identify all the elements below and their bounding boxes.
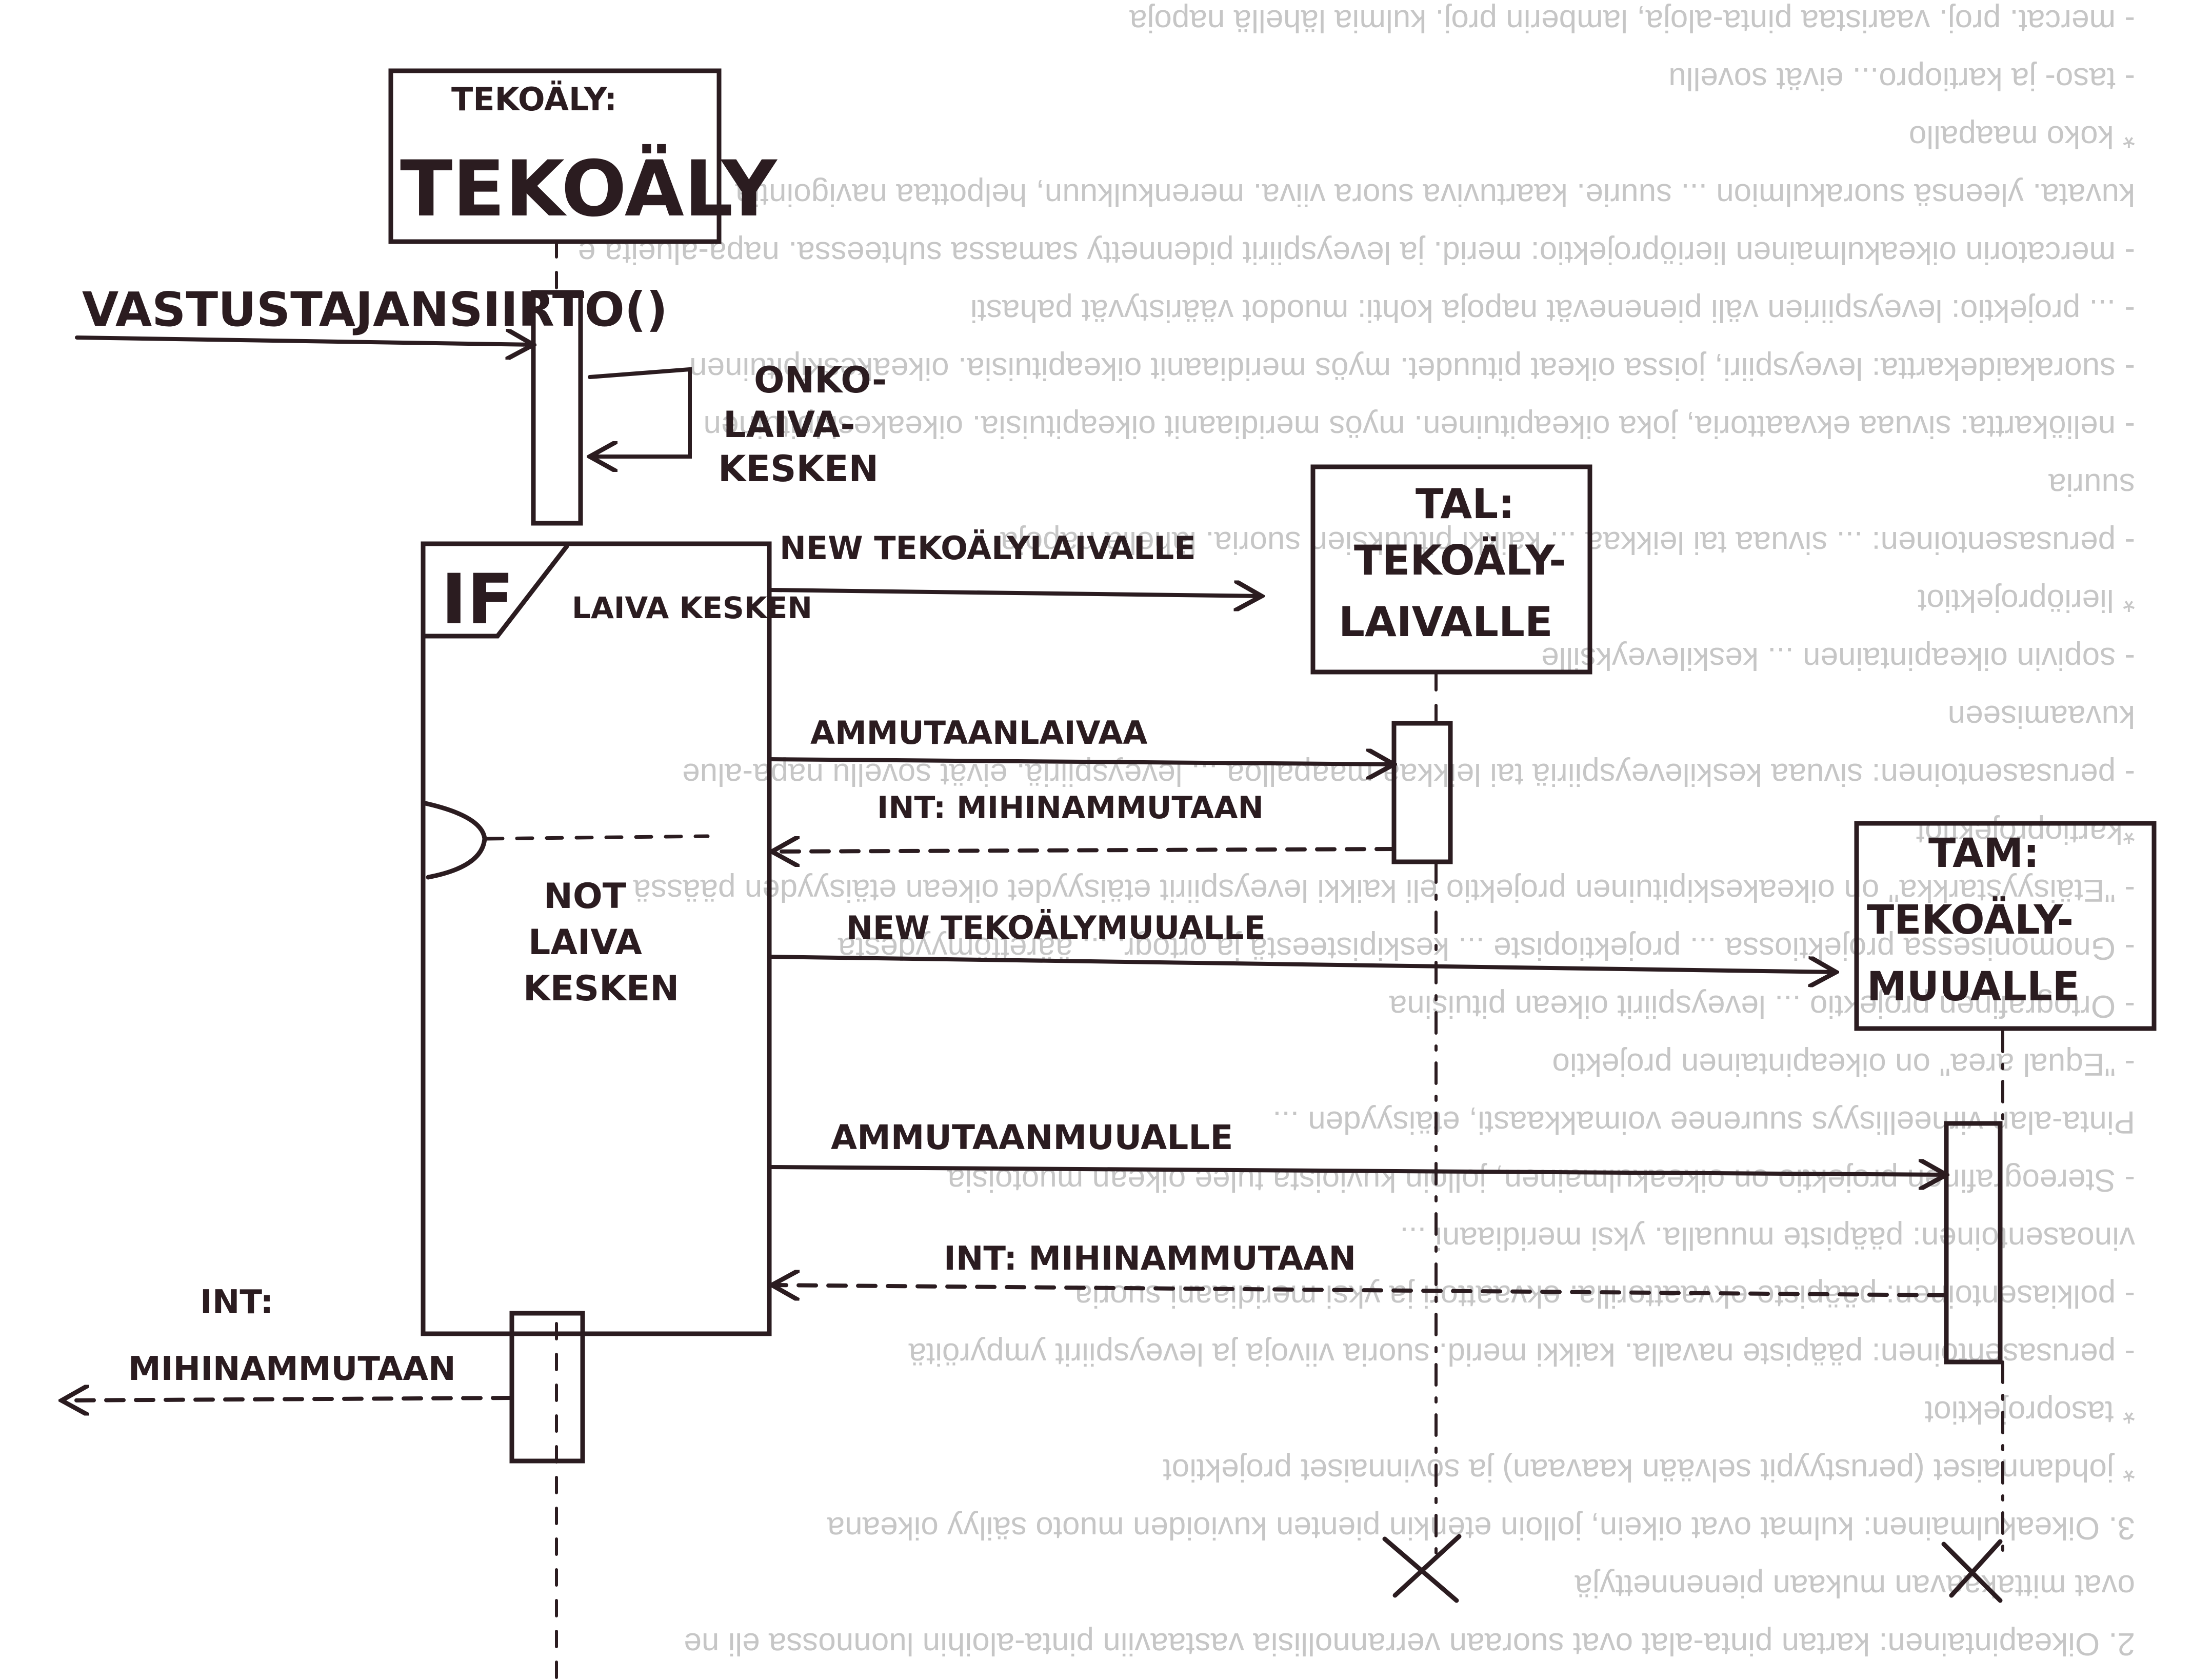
- participant-tam-line1: TAM:: [1928, 831, 2039, 877]
- msg-return-muualle-label: INT: MIHINAMMUTAAN: [944, 1240, 1356, 1278]
- participant-tekoaly-type: TEKOÄLY:: [451, 81, 617, 118]
- participant-tam: TAM: TEKOÄLY- MUUALLE: [1854, 821, 2157, 1603]
- background-line: - Ortografinen projektio ... leveyspiiri…: [1389, 989, 2135, 1024]
- msg-new-muualle-label: NEW TEKOÄLYMUUALLE: [846, 909, 1266, 946]
- participant-tal-line1: TAL:: [1416, 480, 1514, 528]
- fragment-operator: IF: [441, 559, 514, 640]
- msg-ammutaan-laiva-arrow: [767, 759, 1394, 764]
- background-line: - perusasentoinen: ... sivuaa tai leikka…: [1000, 525, 2135, 560]
- participant-tekoaly-name: TEKOÄLY: [400, 144, 778, 234]
- background-line: vinoasentoinen: pääpiste muualla. yksi m…: [1400, 1220, 2135, 1256]
- participant-tal-line3: LAIVALLE: [1339, 598, 1553, 646]
- msg-ammutaan-laiva-label: AMMUTAANLAIVAA: [810, 714, 1147, 752]
- background-line: - ... projektio: leveyspiirien väli pien…: [970, 293, 2135, 328]
- msg-final-return-arrow: [62, 1398, 512, 1400]
- msg-return-laivalle-label: INT: MIHINAMMUTAAN: [877, 790, 1264, 826]
- participant-tam-box: [1854, 821, 2157, 1031]
- fragment-guard: LAIVA KESKEN: [572, 590, 812, 625]
- background-line: suuria: [2048, 467, 2135, 502]
- background-line: * tasoprojektiot: [1925, 1394, 2135, 1430]
- background-line: 3. Oikeakulmainen: kulmat ovat oikein, j…: [827, 1510, 2135, 1546]
- msg-final-return-label-1: INT:: [200, 1283, 273, 1321]
- self-call-arrow: [590, 367, 692, 457]
- background-line: - polkiasentoinen: pääpiste ekvaattorill…: [1074, 1278, 2135, 1314]
- message-incoming-call: VASTUSTAJANSIIRTO(): [75, 282, 668, 345]
- msg-new-muualle-arrow: [767, 955, 1836, 972]
- activations-tekoaly: [509, 290, 585, 1464]
- participant-tal-box: [1310, 464, 1592, 675]
- destroy-tam: [1941, 1539, 2003, 1603]
- background-line: Pinta-alan virheellisyys suurenee voimak…: [1272, 1104, 2135, 1140]
- fragment-operator-tab: [421, 544, 569, 639]
- else-guard-2: LAIVA: [528, 922, 642, 963]
- activation-bar: [509, 1311, 585, 1464]
- incoming-call-label: VASTUSTAJANSIIRTO(): [82, 282, 668, 337]
- msg-return-laivalle-arrow: [772, 849, 1396, 852]
- messages: NEW TEKOÄLYLAIVALLE AMMUTAANLAIVAA INT: …: [62, 529, 1946, 1400]
- activation-bar-tal: [1391, 721, 1453, 864]
- else-tab: [421, 800, 487, 880]
- activation-bar: [531, 290, 583, 526]
- participant-tal: TAL: TEKOÄLY- LAIVALLE: [1310, 464, 1592, 1603]
- participant-tam-line2: TEKOÄLY-: [1867, 896, 2074, 943]
- background-line: - suorakaidekartta: leveyspiiri, joissa …: [689, 351, 2135, 386]
- background-line: ovat mittakaavan mukaan pienennettyjä: [1575, 1568, 2135, 1604]
- background-line: * koko maapallo: [1909, 119, 2135, 154]
- background-line: kuvaamiseen: [1948, 699, 2135, 734]
- self-check-label-2: LAIVA-: [723, 404, 855, 446]
- fragment-frame: [421, 541, 772, 1336]
- background-line: - sopivin oikeapintainen ... keskileveyk…: [1541, 641, 2135, 676]
- background-line: - "Equal area" on oikeapintainen projekt…: [1552, 1046, 2135, 1082]
- else-guard-3: KESKEN: [523, 969, 679, 1009]
- background-line: * lieriöprojektiot: [1918, 583, 2135, 618]
- msg-final-return-label-2: MIHINAMMUTAAN: [128, 1350, 456, 1388]
- background-show-through-text: - mercat. proj. vaaristaa pinta-aloja, l…: [578, 3, 2135, 1662]
- participant-tal-line2: TEKOÄLY-: [1354, 536, 1566, 584]
- self-check-label-1: ONKO-: [754, 359, 887, 401]
- background-line: *kartioprojektiot: [1916, 815, 2135, 850]
- message-self-check: ONKO- LAIVA- KESKEN: [590, 359, 887, 490]
- msg-new-laivalle-arrow: [767, 590, 1262, 596]
- background-line: 2. Oikeapintainen: kartan pinta-alat ova…: [684, 1626, 2135, 1662]
- participant-tekoaly: TEKOÄLY: TEKOÄLY: [388, 68, 778, 1679]
- background-line: - mercat. proj. vaaristaa pinta-aloja, l…: [1129, 3, 2135, 38]
- background-line: - perusasentoinen: sivuaa keskileveyspii…: [682, 757, 2135, 792]
- background-line: * johdannaiset (perustyypit selvään kaav…: [1163, 1452, 2135, 1488]
- destroy-tal: [1382, 1534, 1462, 1603]
- background-line: - mercatorin oikeakulmainen lieriöprojek…: [578, 235, 2135, 270]
- background-line: - "Etäisyystarkka" on oikeakeskipituinen…: [633, 873, 2135, 908]
- background-line: - taso- ja kartiopro... eivät sovellu: [1668, 61, 2135, 96]
- else-guard-1: NOT: [544, 876, 627, 917]
- background-line: - neliökartta: sivuaa ekvaattoria, joka …: [703, 409, 2135, 444]
- activation-bar-tam: [1944, 1121, 2003, 1365]
- fragment-if: IF LAIVA KESKEN NOT LAIVA KESKEN: [421, 541, 812, 1336]
- incoming-call-arrow: [75, 338, 533, 345]
- self-check-label-3: KESKEN: [718, 448, 879, 490]
- participant-tam-line3: MUUALLE: [1867, 964, 2080, 1010]
- msg-new-laivalle-label: NEW TEKOÄLYLAIVALLE: [780, 529, 1196, 567]
- fragment-separator: [485, 834, 710, 841]
- msg-ammutaan-muualle-arrow: [767, 1167, 1946, 1175]
- background-line: kuvata. yleensä suorakulmion ... suurie.…: [735, 177, 2135, 212]
- background-line: - perusasentoinen: pääpiste navalla. kai…: [908, 1336, 2135, 1372]
- msg-return-muualle-arrow: [772, 1285, 1948, 1295]
- msg-ammutaan-muualle-label: AMMUTAANMUUALLE: [831, 1118, 1233, 1157]
